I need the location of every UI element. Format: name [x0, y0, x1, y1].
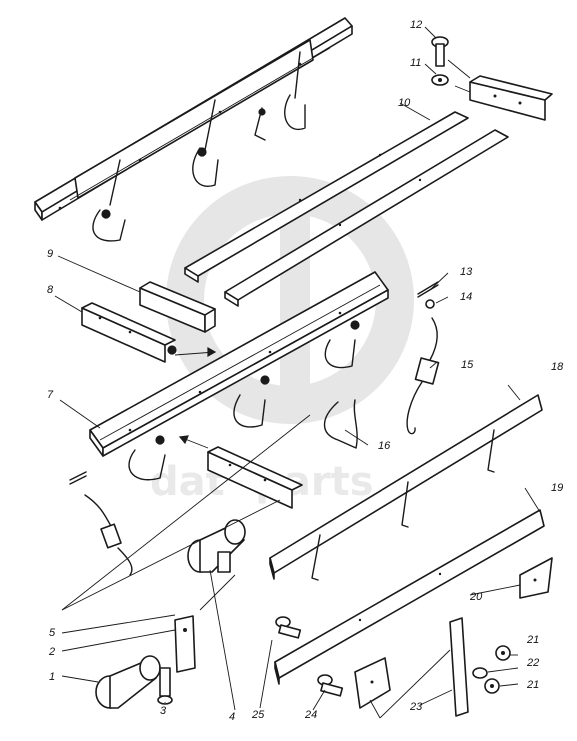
- part-2-plate: [174, 615, 196, 673]
- callout-labels: 1 2 3 4 5 7 8 9 10 11 12 13 14 15 16 18 …: [47, 19, 564, 723]
- left-hook-assembly: [69, 471, 133, 576]
- part-12-bolt: [431, 36, 449, 67]
- part-21-nut-upper: [495, 645, 511, 661]
- part-24-bolt: [317, 674, 344, 697]
- callout-5: 5: [49, 627, 56, 639]
- callout-2: 2: [48, 646, 55, 658]
- callout-24: 24: [304, 709, 317, 721]
- part-4-sleeve: [187, 519, 246, 573]
- part-1-cylinder: [95, 655, 161, 709]
- callout-12: 12: [410, 19, 422, 31]
- part-16-hook: [323, 399, 358, 449]
- part-11-nut: [431, 74, 449, 86]
- callout-10: 10: [398, 97, 411, 109]
- part-8-bracket: [81, 302, 177, 363]
- part-23-strap: [449, 617, 469, 717]
- part-18-rail: [269, 394, 543, 581]
- callout-18: 18: [551, 361, 564, 373]
- callout-21-upper: 21: [526, 634, 539, 646]
- callout-15: 15: [461, 359, 474, 371]
- callout-13: 13: [460, 266, 473, 278]
- callout-19: 19: [551, 482, 563, 494]
- part-21-nut-lower: [484, 678, 500, 694]
- callout-4: 4: [229, 711, 235, 723]
- callout-21-lower: 21: [526, 679, 539, 691]
- callout-23: 23: [409, 701, 423, 713]
- callout-8: 8: [47, 284, 54, 296]
- part-10-slats: [184, 111, 509, 307]
- callout-11: 11: [410, 57, 421, 69]
- callout-14: 14: [460, 291, 472, 303]
- part-13-pin: [417, 281, 439, 298]
- part-9-block: [139, 281, 216, 333]
- top-right-plate: [469, 75, 553, 121]
- part-7-lower-bench: [89, 271, 389, 481]
- assembly-arrows: [174, 346, 217, 449]
- part-3-pin: [157, 667, 173, 705]
- callout-22: 22: [526, 657, 539, 669]
- callout-20: 20: [469, 591, 483, 603]
- callout-1: 1: [49, 671, 55, 683]
- callout-9: 9: [47, 248, 53, 260]
- callout-3: 3: [160, 705, 167, 717]
- top-bench-assembly: [34, 17, 353, 242]
- part-19-rail: [274, 509, 545, 685]
- part-22-washer: [472, 667, 488, 679]
- callout-16: 16: [378, 440, 391, 452]
- part-15-turnbuckle: [406, 317, 440, 435]
- callout-7: 7: [47, 389, 54, 401]
- part-14-washer: [425, 299, 435, 309]
- part-20-plates: [354, 557, 553, 709]
- lower-bracket: [207, 446, 303, 509]
- callout-25: 25: [251, 709, 265, 721]
- part-25-bolt: [275, 616, 302, 639]
- leader-lines: [54, 26, 541, 719]
